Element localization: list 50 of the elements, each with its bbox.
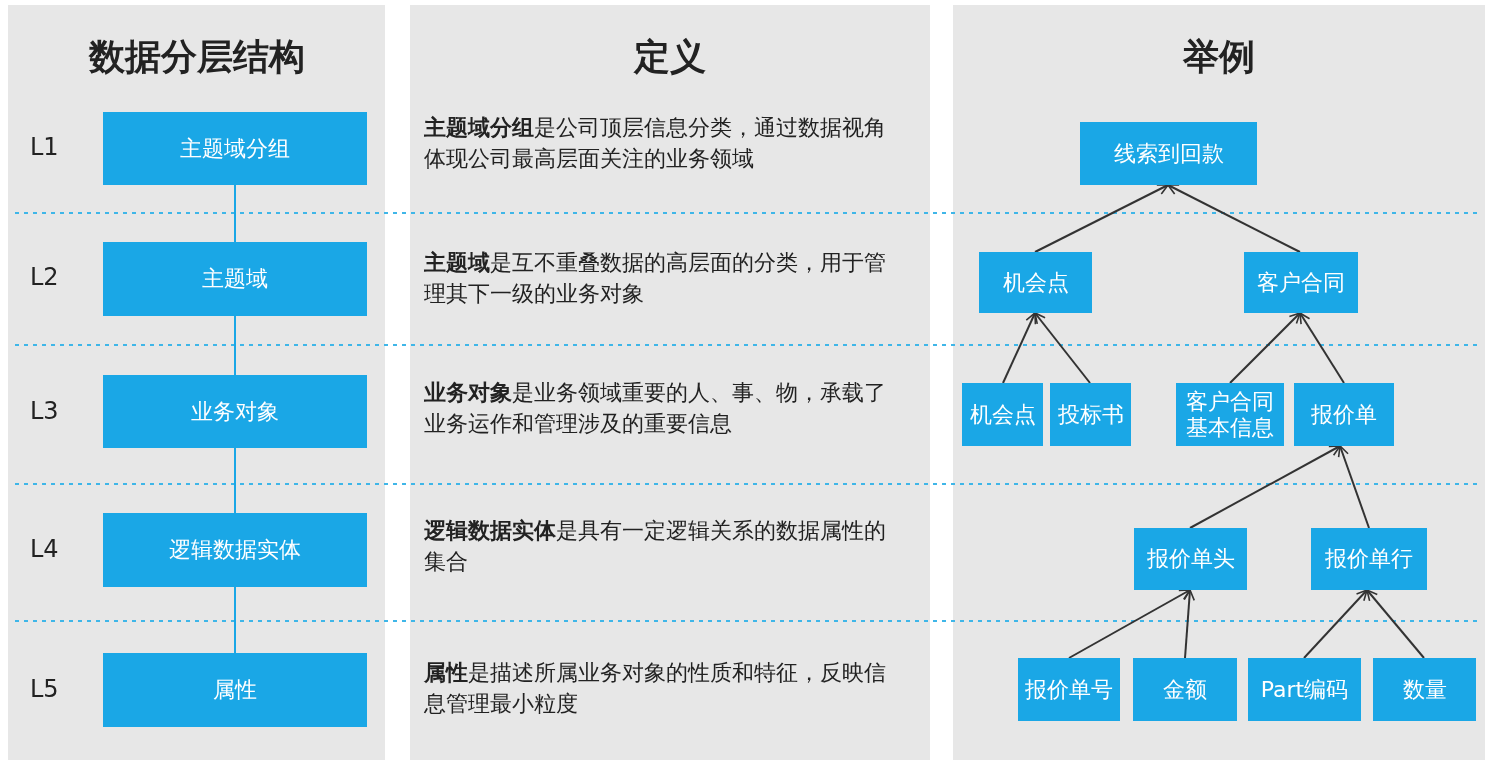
- level-box: 属性: [103, 653, 367, 727]
- level-label: L1: [30, 133, 59, 161]
- level-box: 机会点: [979, 252, 1092, 313]
- level-box: 数量: [1373, 658, 1476, 721]
- column-panel: [953, 5, 1485, 760]
- connector-line: [234, 586, 236, 654]
- arrow: [1337, 445, 1370, 529]
- level-box: 报价单头: [1134, 528, 1247, 590]
- connector-line: [234, 315, 236, 376]
- arrow: [1303, 589, 1368, 659]
- level-box: Part编码: [1248, 658, 1361, 721]
- level-label: L2: [30, 263, 59, 291]
- level-box: 客户合同: [1244, 252, 1358, 313]
- arrow: [1299, 312, 1345, 384]
- arrow: [1189, 445, 1341, 529]
- definition-text: 主题域分组是公司顶层信息分类，通过数据视角体现公司最高层面关注的业务领域: [424, 114, 887, 173]
- column-heading: 定义: [632, 35, 707, 79]
- level-box: 逻辑数据实体: [103, 513, 367, 587]
- level-box: 投标书: [1050, 383, 1131, 446]
- connector-line: [234, 447, 236, 514]
- level-box: 金额: [1133, 658, 1237, 721]
- arrow: [1034, 184, 1169, 253]
- level-box: 报价单行: [1311, 528, 1427, 590]
- column-panel: [8, 5, 385, 760]
- level-box: 线索到回款: [1080, 122, 1257, 185]
- level-label: L5: [30, 675, 59, 703]
- level-box: 机会点: [962, 383, 1043, 446]
- arrow: [1167, 184, 1301, 253]
- definition-text: 主题域是互不重叠数据的高层面的分类，用于管理其下一级的业务对象: [424, 249, 887, 308]
- level-box: 主题域分组: [103, 112, 367, 185]
- arrow: [1034, 312, 1091, 384]
- column-panel: [410, 5, 930, 760]
- level-box: 客户合同基本信息: [1176, 383, 1284, 446]
- level-label: L3: [30, 397, 59, 425]
- level-box: 业务对象: [103, 375, 367, 448]
- arrow: [1068, 589, 1191, 659]
- level-box: 主题域: [103, 242, 367, 316]
- connector-line: [234, 184, 236, 243]
- column-heading: 数据分层结构: [87, 35, 306, 79]
- column-heading: 举例: [1182, 35, 1256, 79]
- definition-text: 业务对象是业务领域重要的人、事、物，承载了业务运作和管理涉及的重要信息: [424, 379, 887, 438]
- definition-text: 属性是描述所属业务对象的性质和特征，反映信息管理最小粒度: [424, 659, 887, 718]
- arrow: [1002, 312, 1037, 384]
- definition-text: 逻辑数据实体是具有一定逻辑关系的数据属性的集合: [424, 517, 887, 576]
- arrow: [1183, 589, 1196, 659]
- level-label: L4: [30, 535, 59, 563]
- level-box: 报价单: [1294, 383, 1394, 446]
- arrow: [1229, 312, 1301, 384]
- arrow: [1366, 589, 1425, 659]
- level-box: 报价单号: [1018, 658, 1120, 721]
